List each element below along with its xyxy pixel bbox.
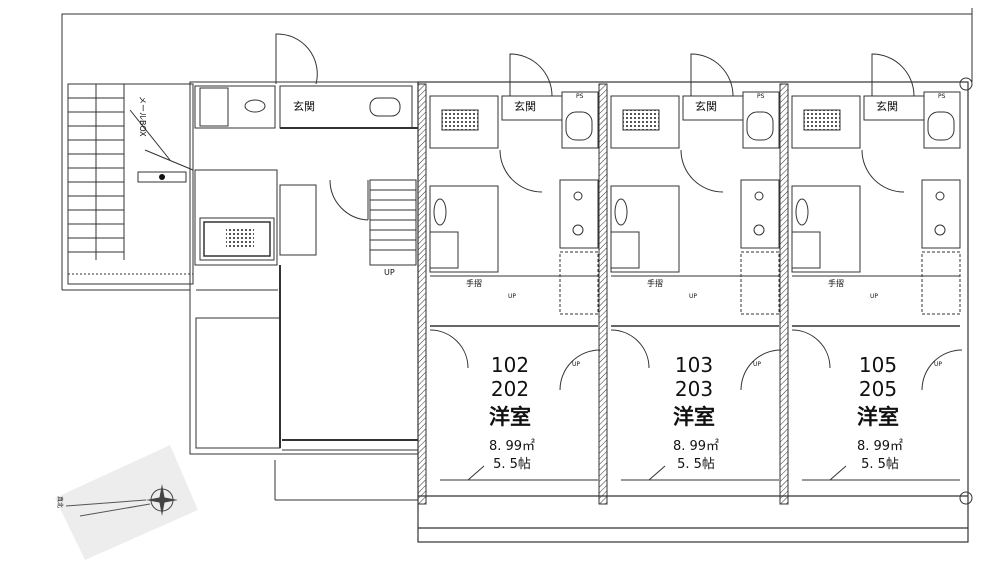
ps-label-103: PS — [757, 93, 765, 100]
central-toilet — [369, 97, 401, 117]
party-wall-1 — [417, 83, 427, 505]
central-core — [189, 33, 419, 501]
room-type-102: 洋室 — [489, 405, 531, 429]
handrail-label-102: 手摺 — [466, 278, 482, 288]
unit-203-number: 203 — [675, 377, 713, 401]
handrail-label-105: 手摺 — [828, 278, 844, 288]
unit-105 — [791, 53, 963, 481]
area-102: 8. 99㎡ — [489, 439, 535, 454]
unit-202-number: 202 — [491, 377, 529, 401]
central-entrance-label: 玄関 — [293, 99, 315, 113]
compass — [55, 445, 198, 560]
ps-label-102: PS — [576, 93, 584, 100]
room-type-103: 洋室 — [673, 405, 715, 429]
unit-102 — [429, 53, 601, 481]
entrance-label-105: 玄関 — [876, 99, 898, 113]
outdoor-staircase — [67, 83, 194, 285]
entrance-label-103: 玄関 — [695, 99, 717, 113]
area-103: 8. 99㎡ — [673, 439, 719, 454]
unit-103 — [610, 53, 782, 481]
tatami-102: 5. 5帖 — [493, 457, 531, 472]
entrance-label-102: 玄関 — [514, 99, 536, 113]
up2-label-103: UP — [753, 361, 761, 368]
central-bath-tiles — [226, 229, 254, 249]
column-marker-bottom — [959, 491, 973, 505]
tatami-103: 5. 5帖 — [677, 457, 715, 472]
up-label-105: UP — [870, 293, 878, 300]
mailbox-marker — [159, 174, 165, 180]
unit-103-number: 103 — [675, 353, 713, 377]
compass-label: 真北 — [56, 496, 64, 508]
party-wall-2 — [598, 83, 608, 505]
tatami-105: 5. 5帖 — [861, 457, 899, 472]
unit-105-number: 105 — [859, 353, 897, 377]
ps-label-105: PS — [938, 93, 946, 100]
unit-205-number: 205 — [859, 377, 897, 401]
unit-102-number: 102 — [491, 353, 529, 377]
handrail-label-103: 手摺 — [647, 278, 663, 288]
up-label-103: UP — [689, 293, 697, 300]
central-up-label: UP — [384, 268, 395, 277]
mailbox-label: メールBOX — [138, 96, 147, 137]
up2-label-102: UP — [572, 361, 580, 368]
party-wall-3 — [779, 83, 789, 505]
up2-label-105: UP — [934, 361, 942, 368]
up-label-102: UP — [508, 293, 516, 300]
room-type-105: 洋室 — [857, 405, 899, 429]
site-boundary — [61, 8, 973, 291]
column-marker-top — [959, 77, 973, 91]
area-105: 8. 99㎡ — [857, 439, 903, 454]
